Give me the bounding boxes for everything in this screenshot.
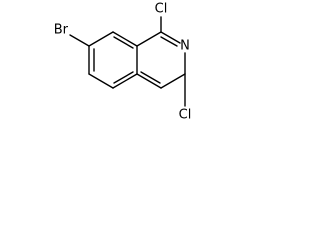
bond-c4a-c5-inner <box>113 71 134 84</box>
atom-label-cl-top: Cl <box>155 2 168 17</box>
bond-c4a-c5 <box>112 73 138 89</box>
atom-label-br: Br <box>54 23 69 38</box>
atom-label-cl-bottom: Cl <box>179 108 192 123</box>
bond-c3-c4 <box>160 73 186 89</box>
bond-c7-c8 <box>88 31 114 47</box>
bond-c4-c4a-inner <box>140 71 161 84</box>
atom-label-n: N <box>180 39 190 54</box>
structure-diagram: Br Cl N Cl <box>54 2 192 123</box>
bond-c1-n2 <box>160 31 181 44</box>
bond-c1-n2-inner <box>160 36 178 47</box>
bond-c5-c6 <box>88 73 114 89</box>
bond-c7-br <box>69 34 90 47</box>
bond-c8a-c1 <box>136 31 162 47</box>
bond-c8-c8a <box>112 31 138 47</box>
bond-c4-c4a <box>136 73 162 89</box>
bond-c8-c8a-inner <box>113 36 134 49</box>
